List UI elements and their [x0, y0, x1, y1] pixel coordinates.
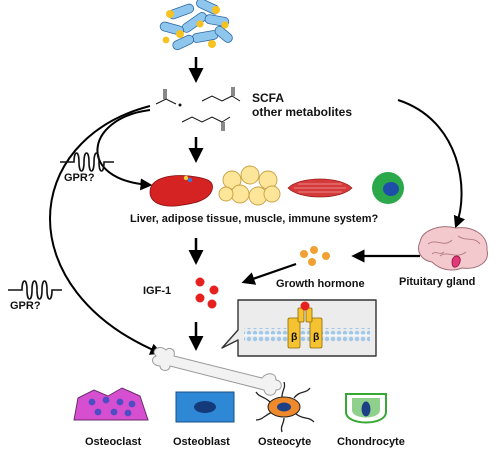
beta-subunit-left: β [291, 331, 298, 343]
igf1-icon [195, 277, 219, 309]
adipose-tissue-icon [218, 165, 281, 206]
other-metabolites-label: other metabolites [252, 105, 353, 119]
arrow-scfa-to-bone [49, 105, 163, 355]
osteoblast-label: Osteoblast [173, 436, 230, 448]
immune-cell-icon [372, 172, 404, 204]
tissues-label: Liver, adipose tissue, muscle, immune sy… [130, 213, 379, 225]
chondrocyte-label: Chondrocyte [337, 436, 405, 448]
pituitary-gland-label: Pituitary gland [399, 276, 476, 288]
igf1-receptor-callout [221, 299, 377, 357]
arrow-scfa-to-pituitary [397, 99, 466, 229]
muscle-icon [287, 178, 353, 198]
arrow-scfa-to-gpr-tissues [96, 109, 153, 191]
bone-icon [152, 347, 282, 396]
gpr-label-top: GPR? [64, 172, 95, 184]
liver-icon [149, 175, 213, 207]
scfa-molecules-icon [155, 87, 241, 131]
igf1-label: IGF-1 [143, 285, 172, 297]
osteoclast-icon [73, 387, 149, 421]
osteoclast-label: Osteoclast [85, 436, 142, 448]
gpr-receptor-icon-bottom [8, 280, 62, 300]
osteocyte-label: Osteocyte [258, 436, 312, 448]
beta-subunit-right: β [313, 331, 320, 343]
gpr-receptor-icon-top [60, 152, 114, 172]
arrow-gh-to-igf1 [241, 262, 297, 285]
gpr-label-bottom: GPR? [10, 300, 41, 312]
growth-hormone-icon [300, 246, 330, 266]
pituitary-brain-icon [418, 226, 488, 271]
scfa-label: SCFA [252, 91, 285, 105]
chondrocyte-icon [345, 393, 387, 424]
growth-hormone-label: Growth hormone [276, 278, 365, 290]
gut-bacteria-cluster [159, 0, 233, 51]
osteocyte-icon [255, 381, 315, 433]
osteoblast-icon [175, 391, 235, 423]
